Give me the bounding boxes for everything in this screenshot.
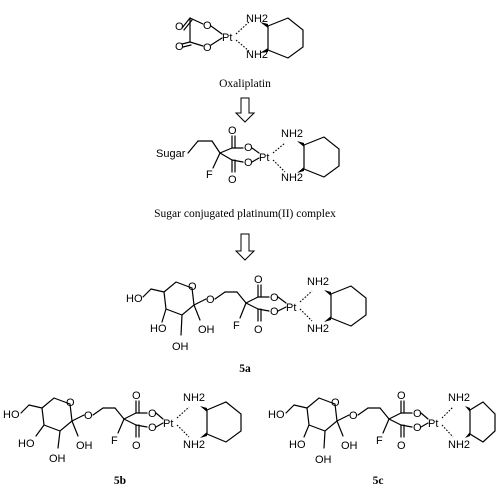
atom-o: O [203,20,212,32]
atom-nh2: NH2 [183,439,205,451]
atom-o: O [413,422,422,434]
atom-o: O [132,440,141,452]
atom-ho: HO [18,438,35,450]
atom-o: O [228,125,237,137]
atom-o: O [148,422,157,434]
atom-o: O [188,281,197,293]
atom-nh2: NH2 [307,276,329,288]
atom-ho: HO [268,409,285,421]
caption-sugar-conjugated: Sugar conjugated platinum(II) complex [154,208,336,220]
atom-o: O [228,174,237,186]
atom-o: O [413,408,422,420]
atom-nh2: NH2 [281,172,303,184]
atom-f: F [376,435,383,447]
atom-o: O [206,294,215,306]
atom-oh: OH [341,440,358,452]
atom-pt: Pt [163,418,173,430]
atom-o: O [203,42,212,54]
atom-o: O [244,142,253,154]
atom-oh: OH [49,453,66,465]
atom-o: O [331,397,340,409]
atom-o: O [175,21,184,33]
label-5a: 5a [239,363,251,375]
label-5b: 5b [114,475,126,487]
atom-o: O [175,41,184,53]
atom-nh2: NH2 [183,392,205,404]
atom-oh: OH [198,324,215,336]
atom-o: O [132,390,141,402]
atom-nh2: NH2 [448,439,470,451]
atom-f: F [233,320,240,332]
atom-ho: HO [126,293,143,305]
atom-o: O [66,397,75,409]
atom-oh: OH [76,440,93,452]
atom-o: O [254,274,263,286]
atom-ho: HO [289,439,306,451]
atom-nh2: NH2 [307,323,329,335]
atom-oh: OH [172,341,189,353]
atom-pt: Pt [222,32,232,44]
atom-f: F [206,169,213,181]
atom-o: O [349,410,358,422]
atom-oh: OH [315,454,332,466]
caption-oxaliplatin: Oxaliplatin [219,78,271,90]
atom-nh2: NH2 [281,128,303,140]
atom-pt: Pt [428,418,438,430]
atom-o: O [270,306,279,318]
label-5c: 5c [373,475,384,487]
oxaliplatin-structure: O O O O Pt NH2 NH2 [175,13,304,61]
atom-sugar: Sugar [156,148,186,160]
compound-5b-structure: HO O O HO OH OH F O O O O Pt NH2 [3,390,242,465]
atom-o: O [148,408,157,420]
atom-o: O [397,440,406,452]
atom-f: F [111,435,118,447]
atom-o: O [254,324,263,336]
atom-o: O [270,292,279,304]
atom-ho: HO [3,409,20,421]
atom-nh2: NH2 [448,392,470,404]
compound-5c-structure: HO O O HO OH OH F O O O O Pt NH2 [268,390,496,466]
atom-o: O [84,410,93,422]
reaction-arrow [234,97,256,123]
atom-o: O [244,157,253,169]
compound-5a-structure: HO O O HO OH OH F O O O O Pt NH2 [126,274,367,353]
reaction-arrow [234,233,256,261]
atom-o: O [397,390,406,402]
atom-ho: HO [150,323,167,335]
atom-pt: Pt [286,302,296,314]
atom-nh2: NH2 [246,13,268,25]
sugar-conjugate-structure: Sugar F O O O O Pt NH2 NH2 [156,125,340,186]
atom-pt: Pt [259,152,269,164]
